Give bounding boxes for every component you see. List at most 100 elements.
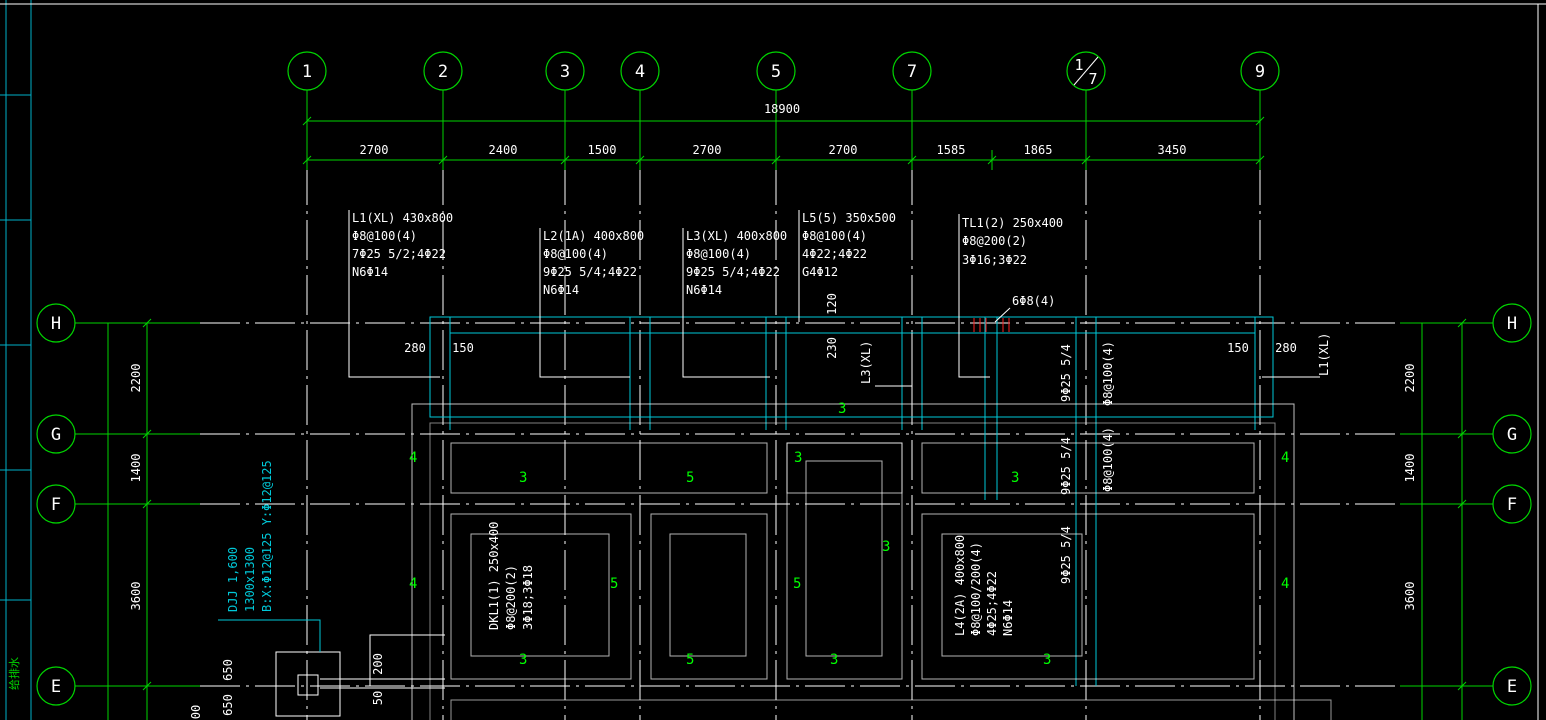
- axis-bubble-E: E: [36, 666, 76, 706]
- footing: [275, 651, 341, 717]
- dim-left-2: 1400: [129, 454, 143, 483]
- dim-seg-4: 2700: [693, 143, 722, 157]
- note-l2-line-3: 9Φ25 5/4;4Φ22: [543, 265, 637, 279]
- axis-bubble-3: 3: [545, 51, 585, 91]
- beam-notes: L1(XL) 430x800 Φ8@100(4) 7Φ25 5/2;4Φ22 N…: [226, 211, 1063, 636]
- dim-local-120: 120: [825, 293, 839, 315]
- note-djj: DJJ 1,600 1300x1300 B:X:Φ12@125 Y:Φ12@12…: [226, 460, 274, 612]
- note-l3-line-3: 9Φ25 5/4;4Φ22: [686, 265, 780, 279]
- note-l2: L2(1A) 400x800 Φ8@100(4) 9Φ25 5/4;4Φ22 N…: [543, 229, 644, 297]
- note-l4: L4(2A) 400x800 Φ8@100/200(4) 4Φ25;4Φ22 N…: [953, 535, 1015, 636]
- bottom-band: [450, 699, 1332, 720]
- axis-bubble-G: G: [36, 414, 76, 454]
- slab-num: 3: [1011, 470, 1019, 486]
- dim-seg-1: 2700: [360, 143, 389, 157]
- axis-bubble-circle: [1492, 414, 1532, 454]
- dim-right-3: 3600: [1403, 582, 1417, 611]
- side-panel-label: 给排水: [7, 657, 21, 690]
- structure-outlines: [218, 210, 1332, 720]
- dim-seg-6: 1585: [937, 143, 966, 157]
- slab-inner-panel: [805, 460, 883, 657]
- note-tl1-line-1: TL1(2) 250x400: [962, 216, 1063, 230]
- axis-bubble-F: F: [36, 484, 76, 524]
- stirrup-label: 6Φ8(4): [1012, 294, 1055, 308]
- note-l2-line-4: N6Φ14: [543, 283, 579, 297]
- dim-tick: [1457, 681, 1467, 691]
- axis-bubble-circle: [36, 303, 76, 343]
- slab-numbers: 3 3 5 3 3 3 5 5 3 3 5 3 3 4 4 4 4: [409, 401, 1289, 668]
- axis-bubble-circle: [1492, 303, 1532, 343]
- note-l3-line-2: Φ8@100(4): [686, 247, 751, 261]
- dim-local-00: 00: [189, 705, 203, 719]
- slab-num: 5: [686, 470, 694, 486]
- axis-bubble-label: 1: [302, 62, 312, 82]
- dkl1-leader: [369, 634, 445, 686]
- stirrup-vert-1: Φ8@100(4): [1101, 341, 1115, 406]
- note-l5-line-2: Φ8@100(4): [802, 229, 867, 243]
- dim-local-650-b: 650: [221, 694, 235, 716]
- slab-num: 3: [519, 470, 527, 486]
- axis-bubble-2: 2: [423, 51, 463, 91]
- note-l1-line-2: Φ8@100(4): [352, 229, 417, 243]
- slab-num: 5: [686, 652, 694, 668]
- slab-num: 5: [793, 576, 801, 592]
- foundation-inner: [429, 422, 1276, 720]
- slab-num: 3: [882, 539, 890, 555]
- dim-seg-7: 1865: [1024, 143, 1053, 157]
- note-l4-line-3: 4Φ25;4Φ22: [985, 571, 999, 636]
- axis-bubble-G: G: [1492, 414, 1532, 454]
- axis-bubble-circle: [1240, 51, 1280, 91]
- dim-local-280-left: 280: [404, 341, 426, 355]
- stirrup-vert-2: Φ8@100(4): [1101, 427, 1115, 492]
- axis-bubble-label: G: [1507, 425, 1517, 445]
- note-l1-line-1: L1(XL) 430x800: [352, 211, 453, 225]
- rebar-vert-3: 9Φ25 5/4: [1059, 526, 1073, 584]
- axis-bubble-circle: [892, 51, 932, 91]
- dim-seg-8: 3450: [1158, 143, 1187, 157]
- axis-bubble-label: 4: [635, 62, 645, 82]
- axis-bubble-label: E: [1507, 677, 1517, 697]
- axis-bubble-7: 7: [892, 51, 932, 91]
- rebar-vert-2: 9Φ25 5/4: [1059, 437, 1073, 495]
- axis-bubble-label: 2: [438, 62, 448, 82]
- axis-bubble-circle: [36, 666, 76, 706]
- slab-inner-panel: [941, 533, 1083, 657]
- dim-right-1: 2200: [1403, 364, 1417, 393]
- axis-bubble-F: F: [1492, 484, 1532, 524]
- note-djj-line-3: B:X:Φ12@125 Y:Φ12@125: [260, 460, 274, 612]
- slab-panel: [450, 513, 632, 680]
- dim-seg-2: 2400: [489, 143, 518, 157]
- axis-bubble-1-7: 17: [1066, 51, 1106, 91]
- note-dkl1: DKL1(1) 250x400 Φ8@200(2) 3Φ18;3Φ18: [487, 522, 535, 630]
- slab-inner-panel: [470, 533, 610, 657]
- note-leader: [958, 214, 990, 378]
- dim-seg-3: 1500: [588, 143, 617, 157]
- axis-bubble-circle: [1492, 484, 1532, 524]
- note-djj-line-1: DJJ 1,600: [226, 547, 240, 612]
- dim-tick: [142, 499, 152, 509]
- note-l5-line-1: L5(5) 350x500: [802, 211, 896, 225]
- dim-tick: [142, 429, 152, 439]
- slab-panel: [450, 442, 768, 494]
- rebar-vert-1: 9Φ25 5/4: [1059, 344, 1073, 402]
- note-l3-line-1: L3(XL) 400x800: [686, 229, 787, 243]
- dim-total: 18900: [764, 102, 800, 116]
- dim-tick: [1457, 318, 1467, 328]
- note-l1: L1(XL) 430x800 Φ8@100(4) 7Φ25 5/2;4Φ22 N…: [352, 211, 453, 279]
- dim-tick: [1457, 499, 1467, 509]
- axis-bubble-circle: [1492, 666, 1532, 706]
- dim-local-650-a: 650: [221, 659, 235, 681]
- axis-bubble-circle: [36, 414, 76, 454]
- axis-bubble-label: 3: [560, 62, 570, 82]
- note-l1-line-3: 7Φ25 5/2;4Φ22: [352, 247, 446, 261]
- axis-bubble-circle: [287, 51, 327, 91]
- dim-tick: [142, 318, 152, 328]
- slab-num: 4: [1281, 576, 1289, 592]
- l3-tag-leader: [875, 333, 913, 387]
- foundation-outline: [411, 403, 1295, 720]
- note-l3: L3(XL) 400x800 Φ8@100(4) 9Φ25 5/4;4Φ22 N…: [686, 229, 787, 297]
- slab-num: 3: [830, 652, 838, 668]
- axis-bubble-H: H: [1492, 303, 1532, 343]
